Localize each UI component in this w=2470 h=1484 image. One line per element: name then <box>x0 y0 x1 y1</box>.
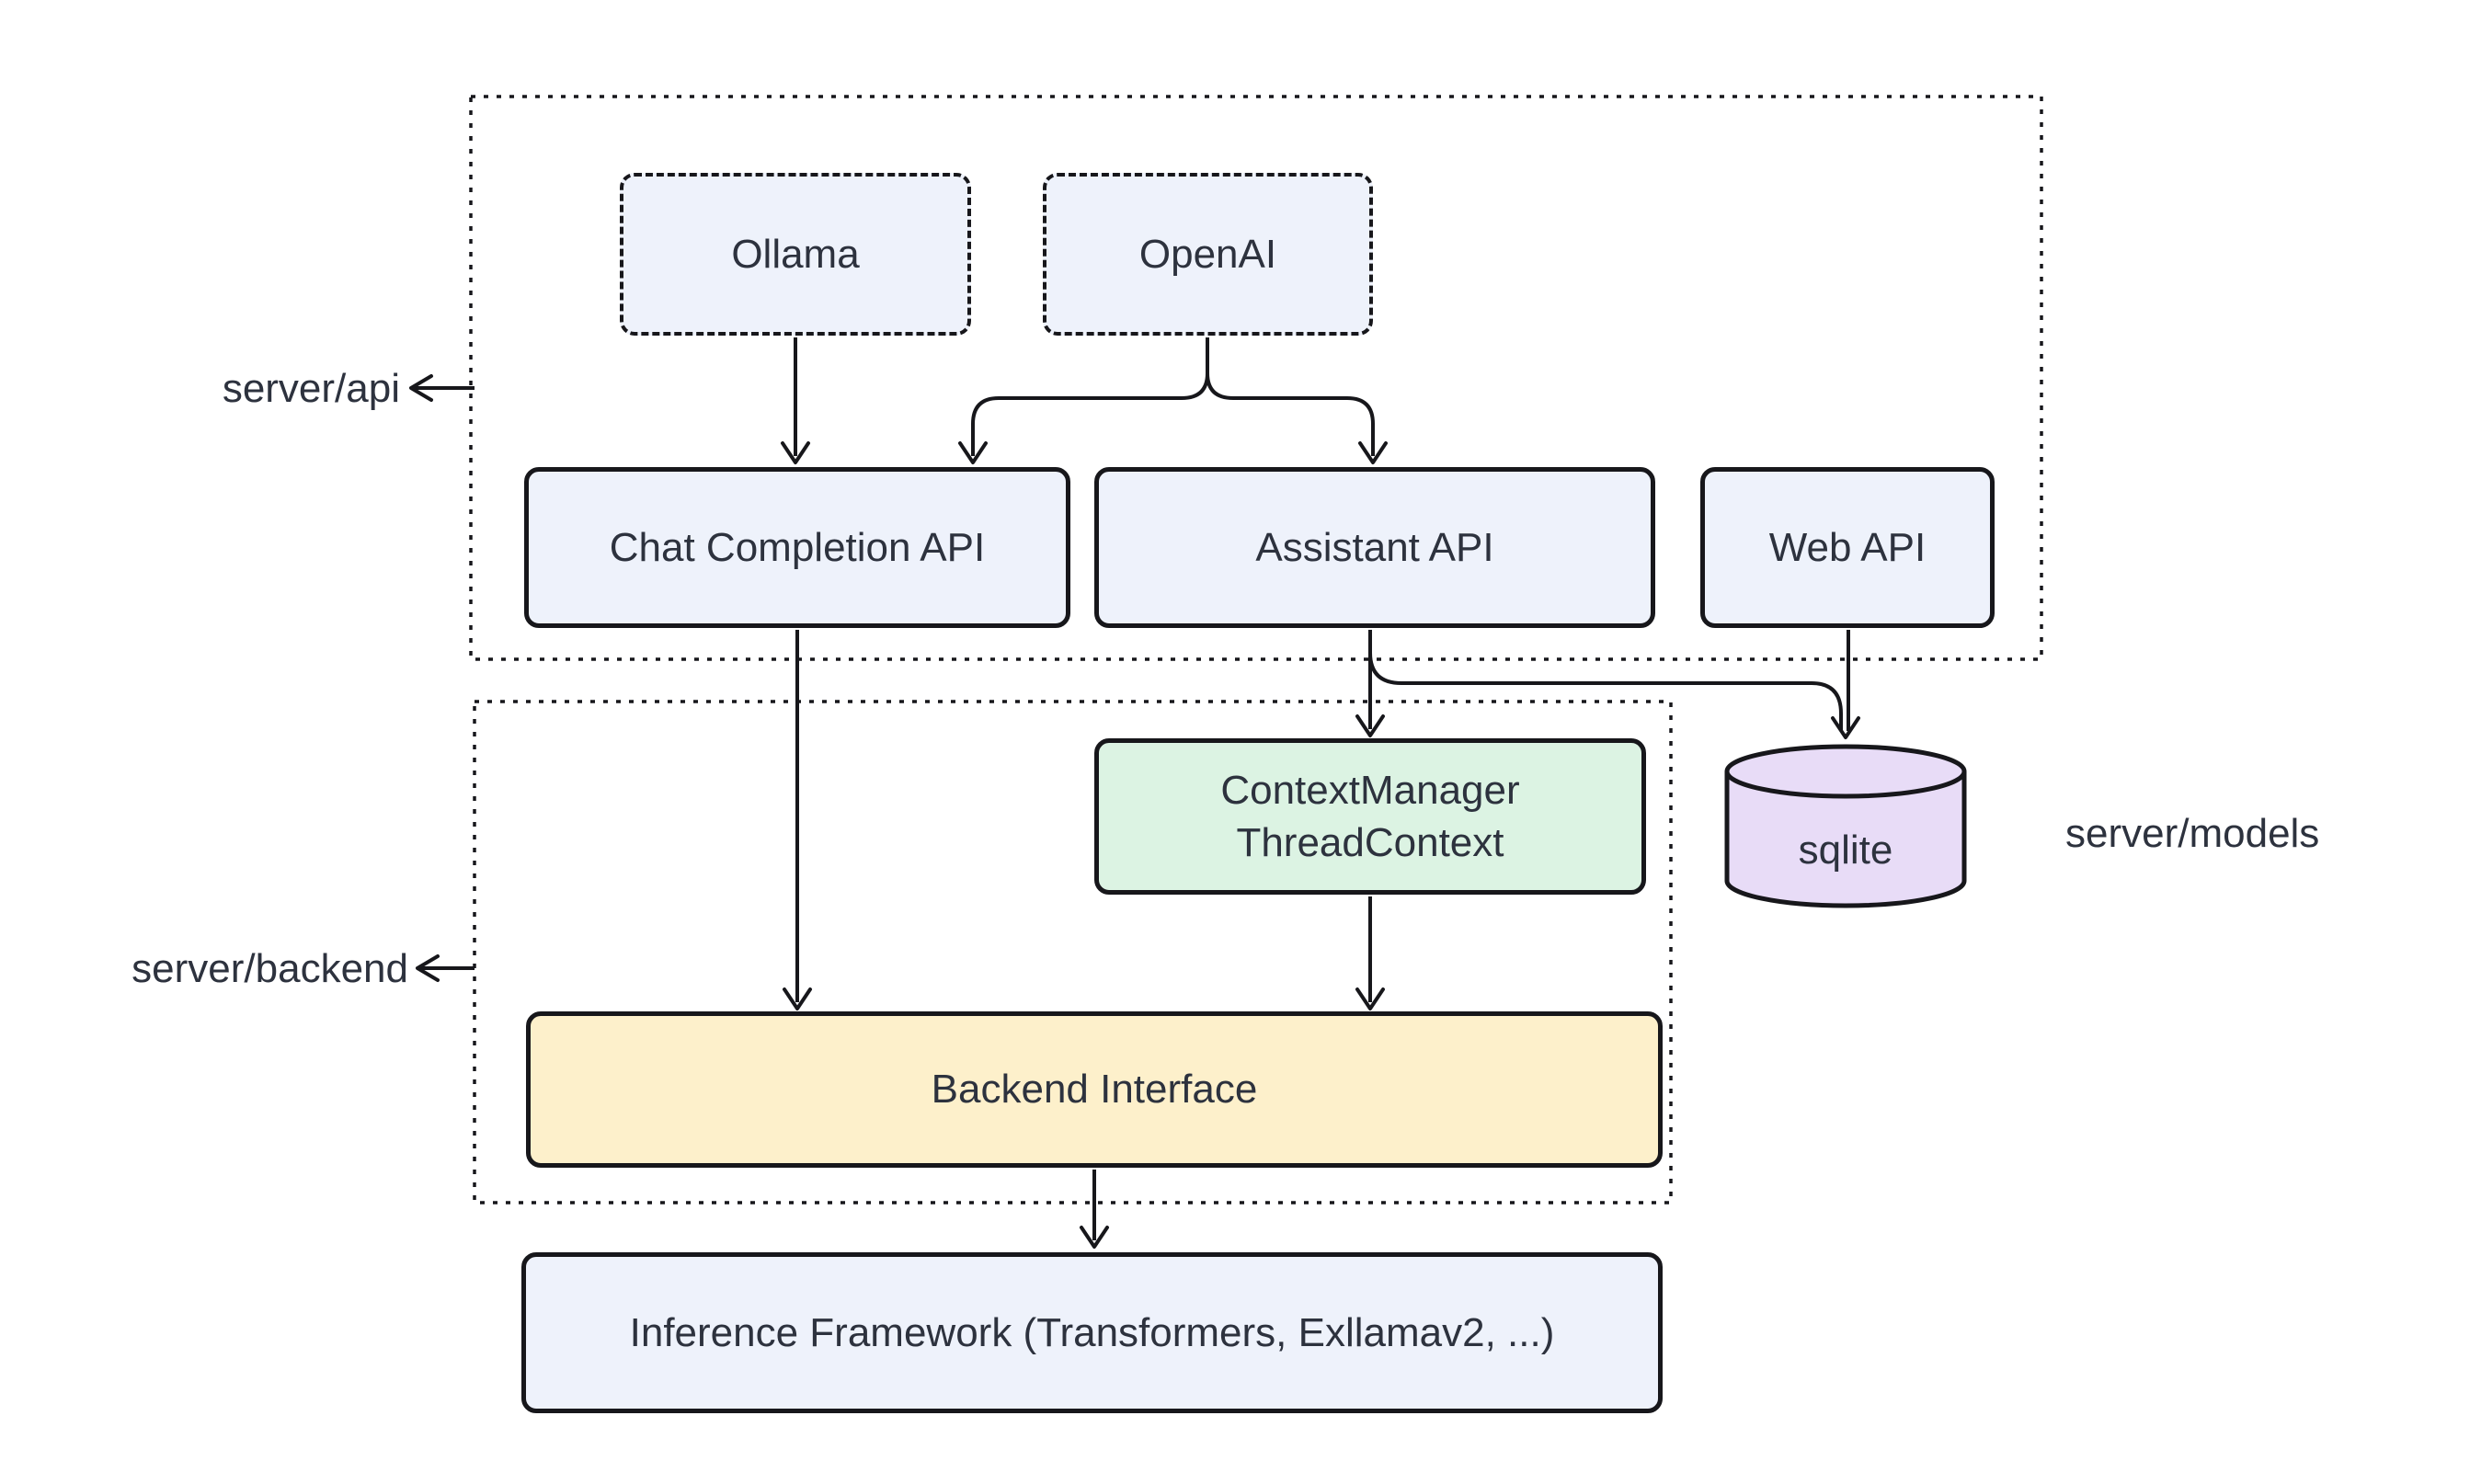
node-openai: OpenAI <box>1043 173 1373 336</box>
arrowhead-webapi-to-sqlite <box>1831 716 1860 739</box>
arrowhead-chat-to-backend-interface <box>783 987 812 1010</box>
arrow-openai-to-assistant <box>1206 372 1375 456</box>
database-cylinder-icon <box>1724 744 1967 908</box>
group-label-server-api: server/api <box>222 366 400 411</box>
arrow-openai-to-chat <box>971 372 1209 456</box>
arrowhead-openai-to-assistant <box>1358 441 1388 464</box>
group-server-api-border <box>469 95 2043 661</box>
arrowhead-context-to-backend-interface <box>1355 987 1385 1010</box>
node-chat-completion-api: Chat Completion API <box>524 467 1070 628</box>
arrowhead-backend-to-inference <box>1080 1226 1109 1249</box>
node-inference-framework: Inference Framework (Transformers, Exlla… <box>521 1252 1663 1413</box>
node-sqlite: sqlite <box>1723 743 1968 910</box>
node-ollama: Ollama <box>620 173 971 336</box>
group-label-server-models: server/models <box>2065 811 2320 856</box>
node-context-manager: ContextManager ThreadContext <box>1094 738 1646 895</box>
arrowhead-server-api-label <box>409 374 433 402</box>
node-assistant-api: Assistant API <box>1094 467 1655 628</box>
arrowhead-assistant-to-context <box>1355 714 1385 737</box>
node-backend-interface: Backend Interface <box>526 1011 1663 1168</box>
group-label-server-backend: server/backend <box>132 946 408 991</box>
arrowhead-ollama-to-chat <box>781 441 810 464</box>
node-sqlite-label: sqlite <box>1798 828 1893 873</box>
group-server-backend-border <box>473 700 1673 1204</box>
arrowhead-openai-to-chat <box>958 441 988 464</box>
arrow-assistant-to-sqlite <box>1368 652 1843 731</box>
node-web-api: Web API <box>1700 467 1995 628</box>
arrowhead-server-backend-label <box>416 954 440 982</box>
